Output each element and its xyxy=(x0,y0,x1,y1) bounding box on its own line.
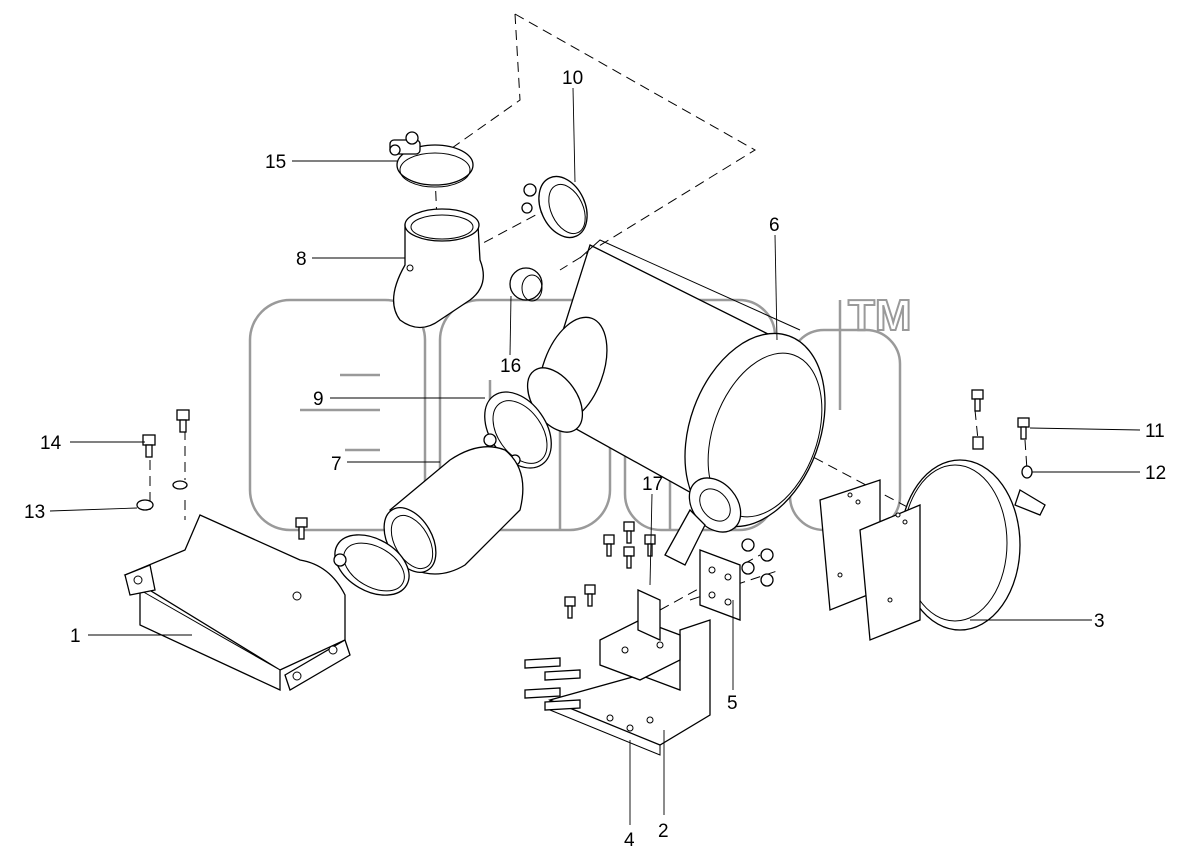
callout-4: 4 xyxy=(624,830,635,851)
callout-2: 2 xyxy=(658,821,669,842)
callout-3: 3 xyxy=(1094,611,1105,632)
nut-12 xyxy=(1021,465,1033,479)
callout-14: 14 xyxy=(40,433,62,454)
leader-lines xyxy=(49,87,1141,825)
watermark-letter-1-bars xyxy=(300,373,380,452)
callout-8: 8 xyxy=(296,249,307,270)
callout-16: 16 xyxy=(500,356,521,377)
fasteners xyxy=(136,389,1033,711)
callout-9: 9 xyxy=(313,389,324,410)
part-15-clamp xyxy=(389,131,474,188)
bolt-14 xyxy=(142,434,156,458)
bolt-upper-left xyxy=(176,409,190,433)
clamp-lower xyxy=(333,534,410,596)
nut-band xyxy=(972,436,984,450)
callout-7: 7 xyxy=(331,454,342,475)
callout-labels: 1 2 3 4 5 6 7 8 9 10 11 12 13 14 15 16 1… xyxy=(24,68,1166,851)
callout-5: 5 xyxy=(727,693,738,714)
callout-10: 10 xyxy=(562,68,583,89)
callout-11: 11 xyxy=(1145,421,1165,442)
callout-6: 6 xyxy=(769,215,780,236)
callout-1: 1 xyxy=(70,626,81,647)
callout-15: 15 xyxy=(265,152,286,173)
part-7-intake-pipe xyxy=(383,446,524,575)
part-16-cap xyxy=(509,267,543,302)
callout-17: 17 xyxy=(642,474,663,495)
callout-13: 13 xyxy=(24,502,45,523)
callout-12: 12 xyxy=(1145,463,1166,484)
part-6-air-cleaner xyxy=(526,239,826,528)
washer-13 xyxy=(136,499,154,511)
part-3-band xyxy=(819,459,1046,641)
bolt-band xyxy=(971,389,984,412)
part-10-clamp xyxy=(521,175,588,239)
watermark-letter-1 xyxy=(248,298,427,532)
bolts-bracket xyxy=(524,521,774,711)
part-1-duct xyxy=(123,514,351,692)
watermark-trademark: TM xyxy=(848,291,912,340)
bolt-11 xyxy=(1017,417,1030,440)
part-8-elbow xyxy=(393,208,484,329)
part-17-valve xyxy=(664,477,742,566)
washer-left xyxy=(172,480,188,490)
part-5-plate xyxy=(637,549,741,642)
bolt-duct-right xyxy=(295,517,308,540)
